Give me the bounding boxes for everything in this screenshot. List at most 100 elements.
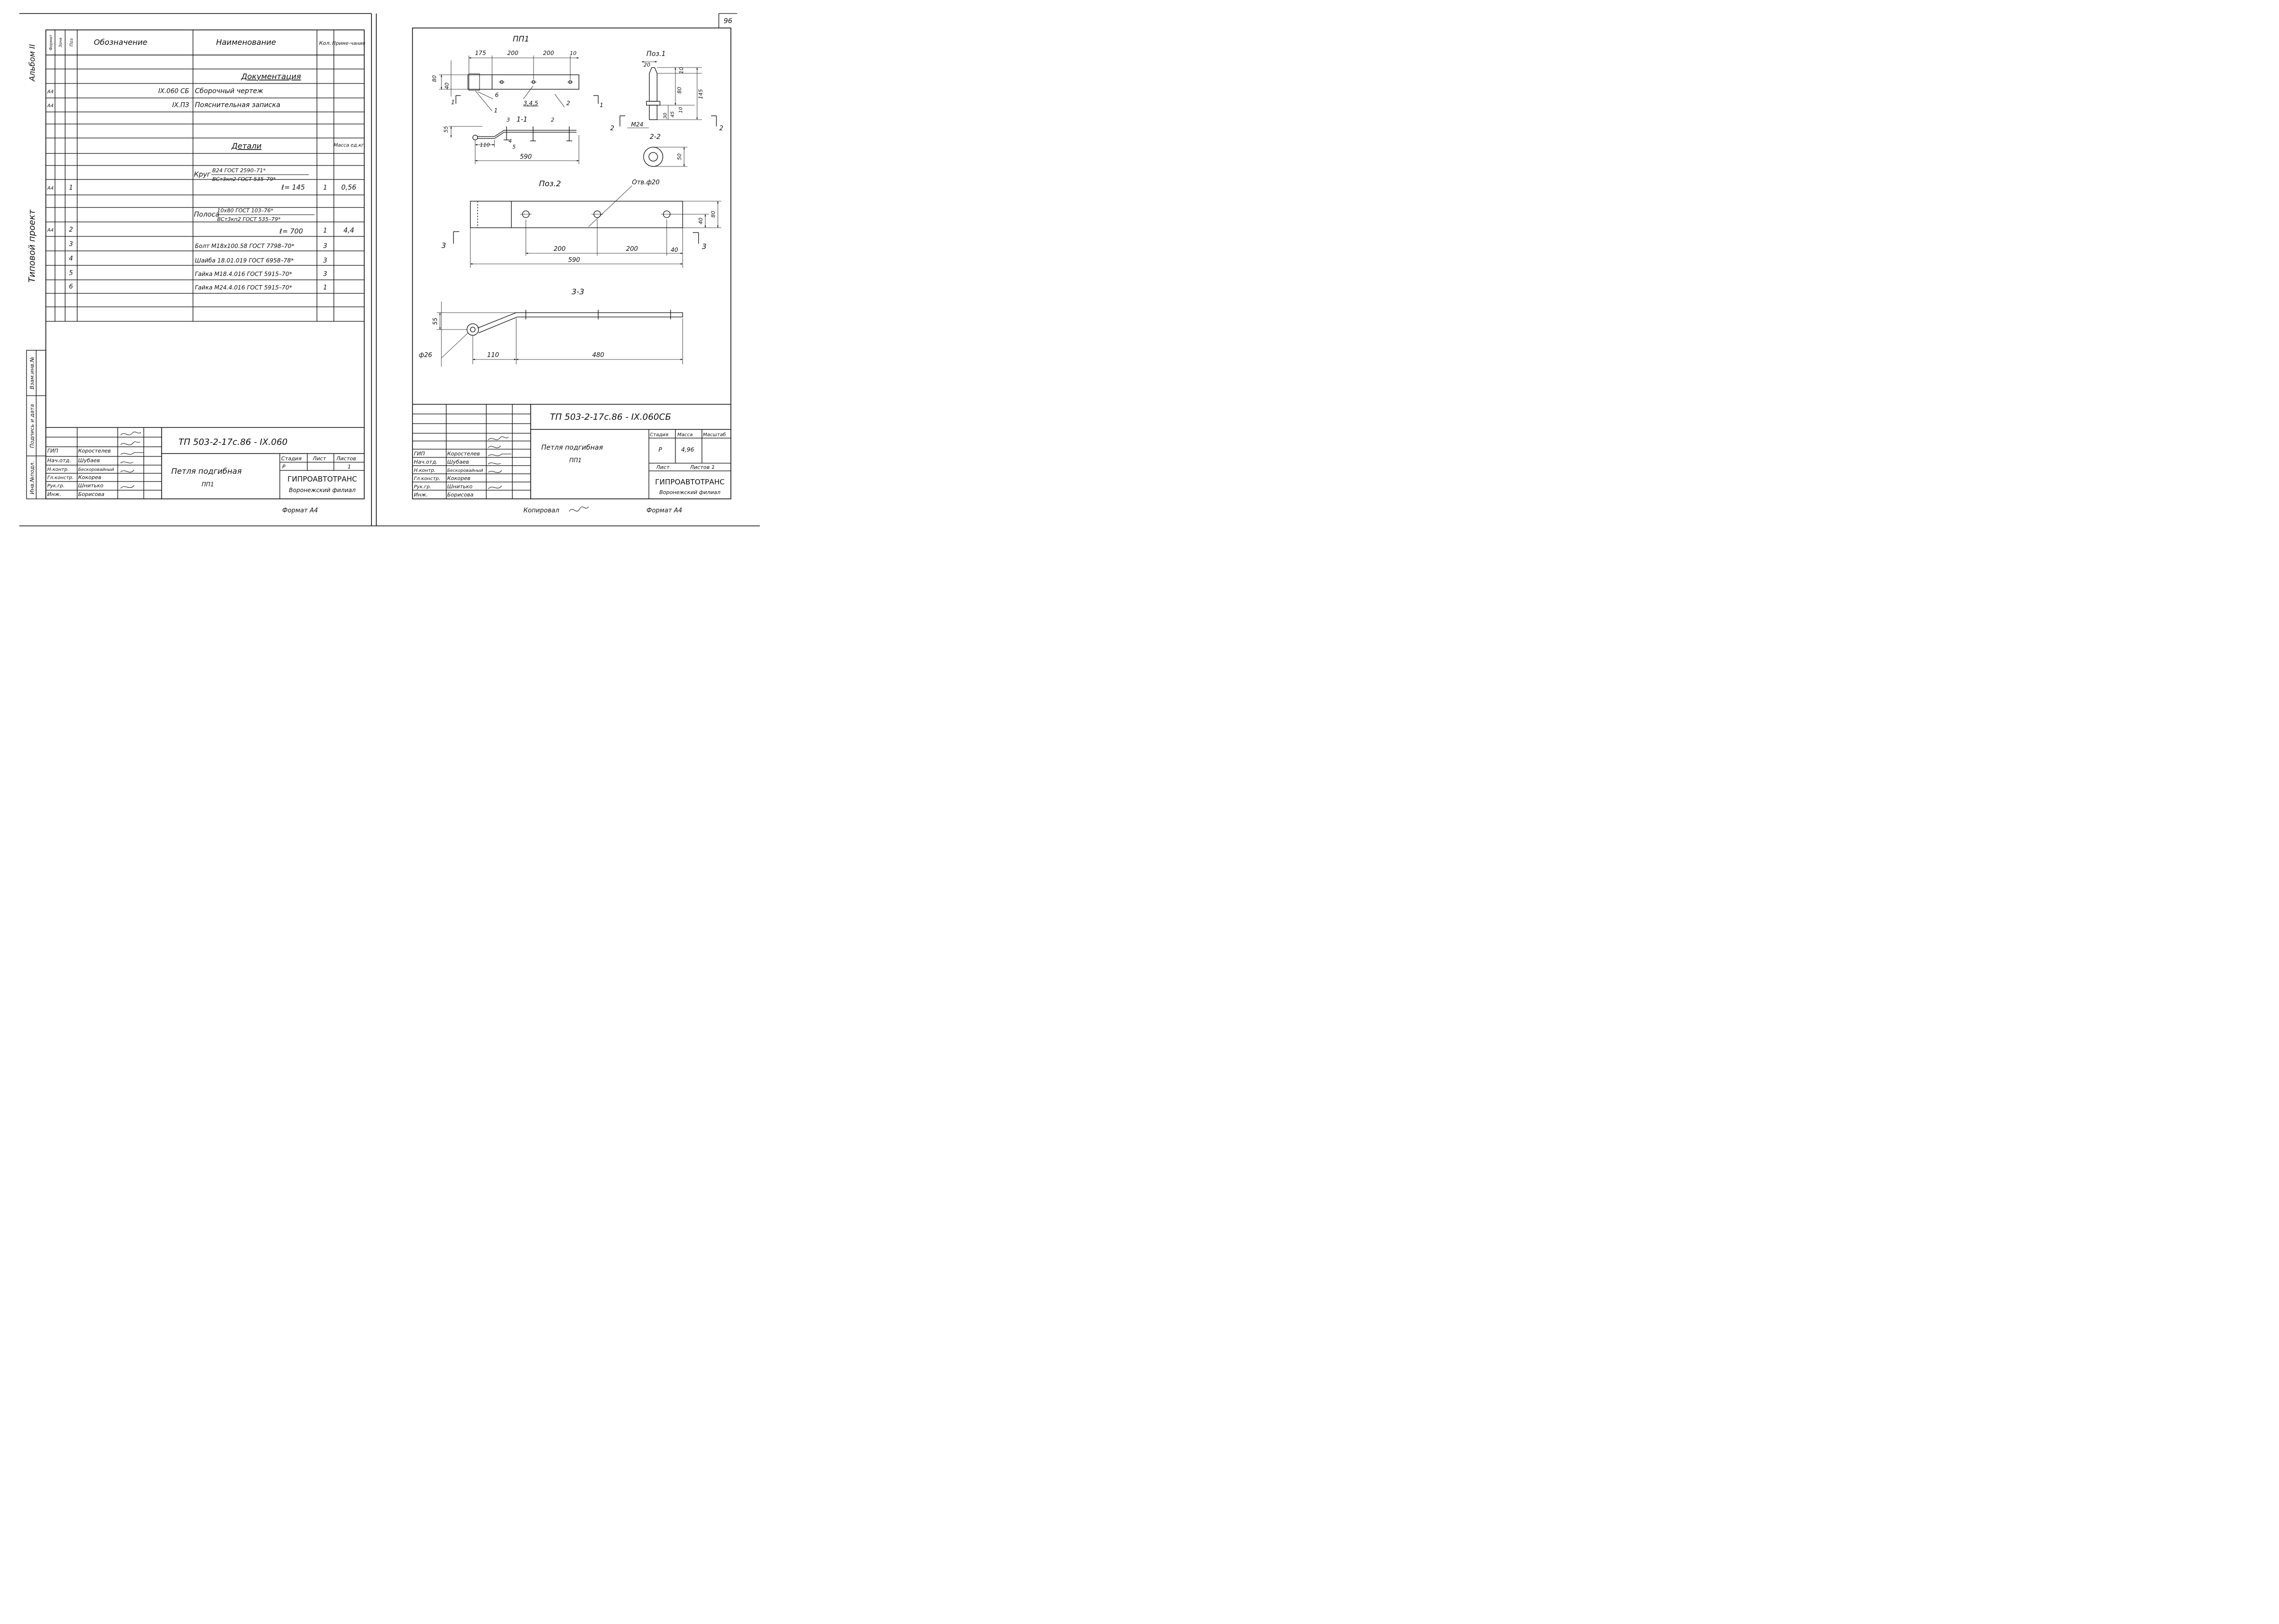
dim-40: 40: [444, 83, 450, 89]
right-stage: Р: [659, 446, 662, 453]
right-subtitle: ПП1: [569, 457, 582, 464]
header-format: Формат: [49, 34, 53, 50]
right-name-2: Шубаев: [447, 459, 469, 465]
pos1-title: Поз.1: [646, 50, 666, 58]
p2-dim-200b: 200: [626, 246, 638, 253]
item2-note: 4,4: [343, 227, 354, 234]
item1-note: 0,56: [341, 184, 356, 192]
left-role-3: Н.контр.: [47, 467, 69, 472]
item4-pos: 4: [69, 255, 73, 262]
left-sheet-label: Лист: [312, 455, 326, 462]
item6-name: Гайка М24.4.016 ГОСТ 5915–70*: [195, 284, 292, 291]
section-2-2-title: 2-2: [650, 133, 661, 141]
item2-format: А4: [47, 228, 54, 233]
right-role-1: ГИП: [414, 451, 425, 457]
doc2-designation: IX.ПЗ: [172, 102, 189, 109]
callout-4: 4: [508, 138, 512, 144]
right-name-4: Кокорев: [447, 475, 470, 482]
p2-dim-40v: 40: [698, 218, 704, 224]
p2-dim-80v: 80: [710, 211, 716, 218]
section-3-3-title: 3-3: [572, 287, 584, 296]
left-role-1: ГИП: [47, 448, 58, 454]
item5-name: Гайка М18.4.016 ГОСТ 5915–70*: [195, 271, 292, 277]
left-name-5: Шнитько: [78, 482, 104, 489]
item2-name: ℓ= 700: [279, 228, 303, 235]
left-role-5: Рук.гр.: [47, 483, 65, 489]
material2-prefix: Полоса: [194, 211, 220, 219]
stamp-sign-label: Подпись и дата: [29, 404, 35, 448]
right-sheet-label: Лист: [656, 464, 670, 470]
item6-qty: 1: [323, 284, 327, 291]
item5-pos: 5: [69, 270, 73, 277]
p1-dim-45: 45: [670, 111, 675, 118]
header-note: Приме-чание: [332, 41, 366, 46]
page-number: 96: [724, 17, 732, 25]
right-copied: Копировал: [523, 507, 559, 514]
left-stage-label: Стадия: [281, 455, 302, 462]
header-qty: Кол.: [319, 40, 331, 46]
margin-project: Типовой проект: [27, 209, 37, 283]
p1-dim-10b: 10: [678, 107, 684, 113]
header-name: Наименование: [216, 38, 276, 47]
right-name-1: Коростелев: [447, 451, 480, 457]
pos2-strip-view: [453, 185, 721, 268]
left-name-4: Кокорев: [78, 474, 101, 481]
header-pos: Поз: [69, 38, 74, 46]
left-subtitle: ПП1: [202, 481, 214, 488]
item4-name: Шайба 18.01.019 ГОСТ 6958–78*: [195, 257, 294, 264]
dim-175: 175: [475, 50, 486, 56]
left-format: Формат А4: [282, 507, 318, 514]
right-role-4: Гл.констр.: [414, 476, 440, 482]
s3-dim-110: 110: [487, 352, 499, 359]
item6-pos: 6: [69, 283, 73, 290]
mark-2-left: 2: [610, 125, 614, 132]
mark-3-left: 3: [441, 241, 446, 250]
left-role-2: Нач.отд.: [47, 457, 71, 464]
callout-3: 3: [507, 117, 510, 123]
material1-top: В24 ГОСТ 2590–71*: [212, 167, 266, 174]
margin-album: Альбом II: [27, 44, 37, 82]
doc1-format: А4: [47, 89, 54, 95]
mark-2-right: 2: [719, 125, 723, 132]
s3-dim-480: 480: [592, 352, 604, 359]
header-zone: Зона: [58, 38, 63, 47]
p1-dim-30: 30: [663, 113, 668, 119]
pp1-plan-view: [439, 55, 599, 111]
dim-200a: 200: [508, 50, 519, 56]
p1-dim-10: 10: [678, 67, 685, 74]
mark-1-left: 1: [451, 99, 455, 106]
p2-dim-40: 40: [671, 247, 678, 253]
item2-pos: 2: [69, 226, 73, 234]
right-code: ТП 503-2-17с.86 - IX.060СБ: [550, 412, 671, 422]
section-1-1-title: 1-1: [517, 116, 528, 124]
mass-note: Масса ед.кг: [334, 143, 364, 148]
material2-top: 10х80 ГОСТ 103–76*: [217, 207, 274, 214]
right-role-6: Инж.: [414, 492, 428, 498]
right-org: ГИПРОАВТОТРАНС: [655, 478, 725, 486]
left-frame: [45, 29, 365, 499]
dim-80: 80: [431, 75, 438, 82]
item1-qty: 1: [323, 184, 327, 192]
left-name-3: Бескоровайный: [78, 468, 114, 472]
pos1-pin-view: [619, 61, 717, 167]
left-org: ГИПРОАВТОТРАНС: [288, 475, 357, 483]
stamp-replace-label: Взам.инв.№: [29, 357, 35, 389]
left-name-1: Коростелев: [78, 448, 111, 454]
callout-2: 2: [566, 100, 570, 107]
left-stage: Р: [282, 464, 286, 470]
right-stage-label: Стадия: [650, 432, 668, 438]
mark-1-right: 1: [600, 102, 604, 109]
p1-dim-145: 145: [698, 89, 704, 99]
material1-bottom: ВСт3кп2 ГОСТ 535–79*: [212, 176, 276, 182]
right-role-3: Н.контр.: [414, 468, 436, 473]
callout-6: 6: [495, 92, 499, 98]
item1-format: А4: [47, 186, 54, 191]
signatures: [120, 431, 589, 512]
right-branch: Воронежский филиал: [659, 489, 721, 495]
drawing-sheet: Альбом II Типовой проект Инв.№подл. Подп…: [19, 13, 760, 526]
s3-dim-55: 55: [432, 317, 439, 325]
item3-pos: 3: [69, 241, 73, 248]
item1-name: ℓ= 145: [281, 184, 305, 192]
item3-name: Болт М18х100.58 ГОСТ 7798–70*: [195, 243, 294, 249]
right-scale-label: Масштаб: [703, 432, 726, 438]
